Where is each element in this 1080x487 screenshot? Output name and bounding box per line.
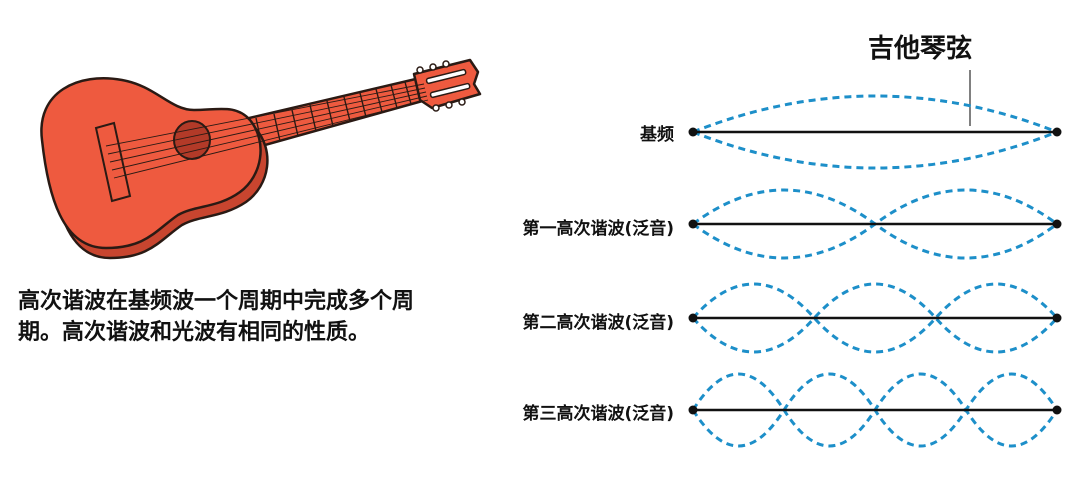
wave-1-envelope-upper xyxy=(692,94,1058,134)
description-text: 高次谐波在基频波一个周期中完成多个周期。高次谐波和光波有相同的性质。 xyxy=(18,289,415,345)
wave-label-fundamental: 基频 xyxy=(640,125,674,145)
guitar-body xyxy=(40,77,262,250)
wave-1-endpoint-left xyxy=(688,127,698,137)
guitar-string-title: 吉他琴弦 xyxy=(868,34,973,64)
wave-4-endpoint-left xyxy=(688,405,698,415)
wave-1-endpoint-right xyxy=(1052,127,1062,137)
wave-label-first-harmonic: 第一高次谐波(泛音) xyxy=(522,219,674,239)
wave-4-endpoint-right xyxy=(1052,405,1062,415)
guitar-strings xyxy=(105,83,429,179)
guitar-bridge xyxy=(94,121,132,203)
wave-3-endpoint-right xyxy=(1052,313,1062,323)
wave-1-envelope-lower xyxy=(692,130,1058,170)
guitar-tuning-pegs xyxy=(416,60,466,112)
guitar-icon xyxy=(40,58,482,260)
wave-label-second-harmonic: 第二高次谐波(泛音) xyxy=(522,313,674,333)
wave-2-endpoint-right xyxy=(1052,219,1062,229)
guitar-tuning-slots xyxy=(425,68,471,99)
wave-label-third-harmonic: 第三高次谐波(泛音) xyxy=(522,404,674,424)
wave-3-endpoint-left xyxy=(688,313,698,323)
wave-2-endpoint-left xyxy=(688,219,698,229)
